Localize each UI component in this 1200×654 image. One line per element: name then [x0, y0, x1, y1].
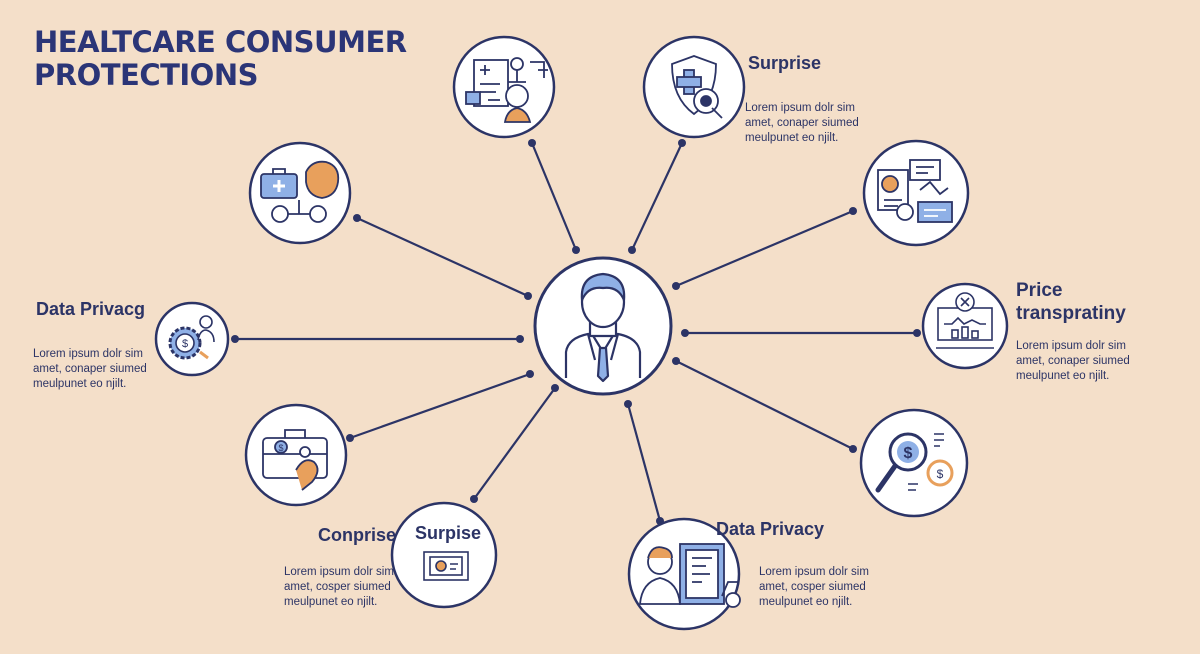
label-data-privacy-bottom: Data Privacy: [716, 519, 825, 539]
dot: [353, 214, 361, 222]
svg-text:$: $: [182, 338, 188, 350]
connector-lower-right: [675, 360, 854, 450]
desc-line: amet, conaper siumed: [745, 117, 859, 129]
connector-dots: [231, 139, 921, 525]
dot: [628, 246, 636, 254]
dot: [849, 207, 857, 215]
title-line-1: HEALTCARE CONSUMER: [34, 25, 407, 59]
connectors: [235, 142, 917, 522]
node-surprise-top: [642, 35, 746, 139]
label-surpise-bottom: Surpise: [415, 523, 482, 543]
dot: [672, 282, 680, 290]
node-surpise-bottom: [390, 501, 498, 609]
node-price-transparency: [921, 282, 1009, 370]
node-lower-right: $ $: [859, 408, 969, 518]
connector-surpise-bottom: [473, 387, 556, 500]
connector-surprise-top: [631, 142, 683, 251]
svg-text:$: $: [904, 445, 913, 462]
dot: [678, 139, 686, 147]
doctor-icon: [564, 272, 642, 383]
dot: [524, 292, 532, 300]
document-frame-icon: [423, 551, 469, 581]
node-data-privacy-left: $: [154, 301, 230, 377]
desc-line: meulpunet eo njilt.: [745, 132, 839, 144]
page-title: HEALTCARE CONSUMER PROTECTIONS: [34, 26, 407, 92]
magnifier-dollar-icon: $ $: [875, 432, 954, 493]
desc-line: amet, conaper siumed: [33, 363, 147, 375]
label-price-transparency: Price transpratiny: [1016, 279, 1126, 325]
label-line: transpratiny: [1016, 303, 1126, 324]
shield-cross-icon: [671, 55, 723, 119]
desc-line: Lorem ipsum dolr sim: [284, 566, 394, 578]
briefcase-icon: $: [262, 429, 328, 491]
first-aid-kit-icon: [260, 160, 340, 223]
dot: [231, 335, 239, 343]
desc-surprise-top: Lorem ipsum dolr sim amet, conaper siume…: [745, 101, 859, 146]
desc-line: Lorem ipsum dolr sim: [33, 348, 143, 360]
label-conprise: Conprise: [318, 525, 397, 545]
desc-line: meulpunet eo njilt.: [33, 378, 127, 390]
dot: [528, 139, 536, 147]
node-upper-left: [248, 141, 352, 245]
connector-upper-left: [356, 216, 529, 298]
desc-line: Lorem ipsum dolr sim: [759, 566, 869, 578]
dot: [526, 370, 534, 378]
desc-line: meulpunet eo njilt.: [759, 596, 853, 608]
desc-surpise-bottom: Lorem ipsum dolr sim amet, cosper siumed…: [284, 565, 394, 610]
dot: [470, 495, 478, 503]
connector-lower-left: [349, 372, 531, 440]
desc-line: amet, cosper siumed: [759, 581, 866, 593]
title-line-2: PROTECTIONS: [34, 58, 258, 92]
dot: [849, 445, 857, 453]
dot: [913, 329, 921, 337]
desc-line: Lorem ipsum dolr sim: [1016, 340, 1126, 352]
price-chart-icon: [936, 292, 994, 349]
dot: [681, 329, 689, 337]
medical-chart-icon: [465, 57, 548, 123]
gear-money-icon: $: [168, 315, 215, 360]
dot: [572, 246, 580, 254]
dot: [672, 357, 680, 365]
desc-data-privacy-bottom: Lorem ipsum dolr sim amet, cosper siumed…: [759, 565, 869, 610]
dot: [516, 335, 524, 343]
analytics-board-icon: [877, 159, 953, 223]
desc-line: Lorem ipsum dolr sim: [745, 102, 855, 114]
node-data-privacy-bottom: [627, 517, 741, 631]
center-node: [533, 256, 673, 396]
connector-data-privacy-bottom: [626, 403, 662, 522]
desc-line: amet, conaper siumed: [1016, 355, 1130, 367]
desc-data-privacy-left: Lorem ipsum dolr sim amet, conaper siume…: [33, 347, 147, 392]
dot: [624, 400, 632, 408]
label-surprise-top: Surprise: [748, 53, 822, 73]
node-top-left: [452, 35, 556, 139]
label-line: Price: [1016, 280, 1063, 301]
node-upper-right: [862, 139, 970, 247]
connector-top-left: [530, 142, 578, 251]
node-lower-left: $: [244, 403, 348, 507]
desc-price-transparency: Lorem ipsum dolr sim amet, conaper siume…: [1016, 339, 1130, 384]
label-data-privacy-left: Data Privacg: [36, 299, 146, 319]
dot: [346, 434, 354, 442]
svg-text:$: $: [937, 467, 944, 481]
desc-line: meulpunet eo njilt.: [284, 596, 378, 608]
dot: [551, 384, 559, 392]
desc-line: amet, cosper siumed: [284, 581, 391, 593]
doctor-report-icon: [639, 543, 741, 608]
connector-upper-right: [675, 209, 854, 288]
desc-line: meulpunet eo njilt.: [1016, 370, 1110, 382]
svg-text:$: $: [278, 443, 283, 453]
